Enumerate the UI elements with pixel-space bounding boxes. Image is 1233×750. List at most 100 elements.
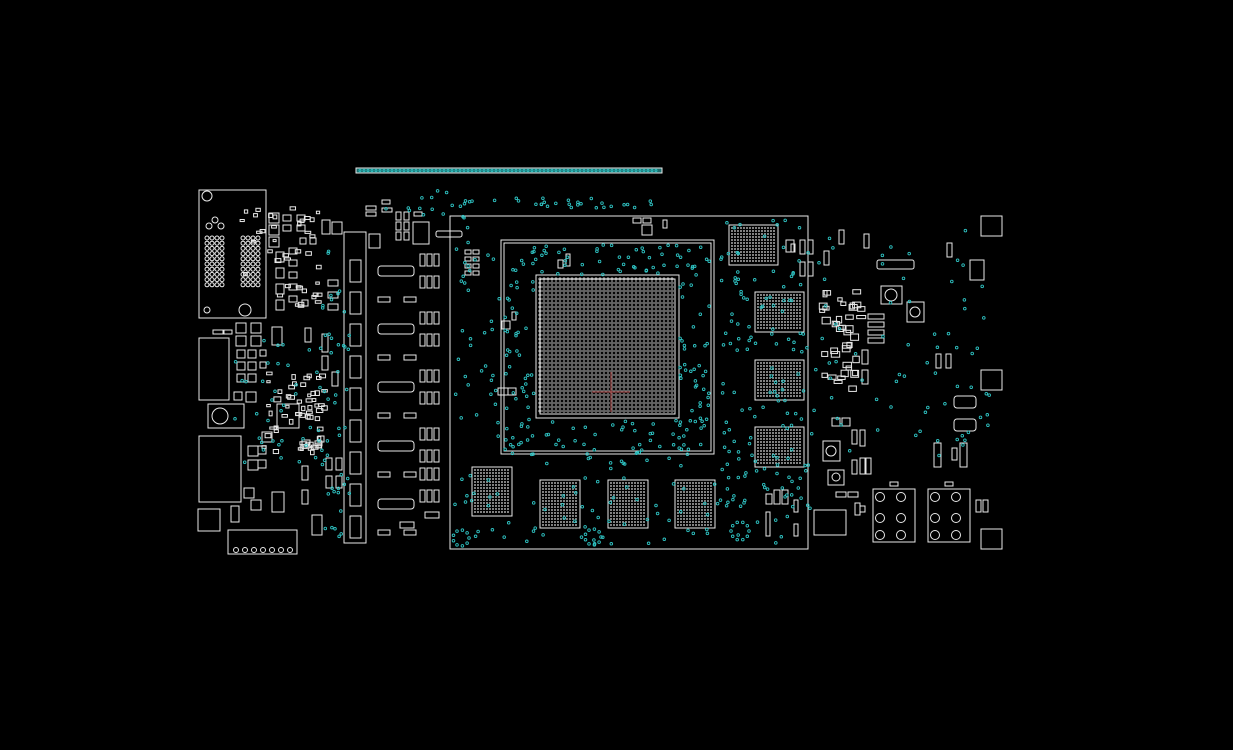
memory-ball <box>691 484 695 488</box>
bga-ball <box>598 281 602 285</box>
memory-ball <box>682 502 686 506</box>
memory-ball <box>774 305 778 309</box>
memory-ball <box>765 302 769 306</box>
memory-ball <box>494 468 498 472</box>
memory-ball <box>682 511 686 515</box>
bga-ball <box>550 401 554 405</box>
bga-ball <box>650 377 654 381</box>
memory-ball <box>759 394 763 398</box>
via <box>682 343 687 348</box>
memory-ball <box>792 326 796 330</box>
memory-ball <box>491 498 495 502</box>
bga-ball <box>634 409 638 413</box>
via <box>735 250 740 255</box>
bga-ball <box>634 289 638 293</box>
bga-ball <box>654 289 658 293</box>
via <box>671 443 676 447</box>
via <box>694 273 698 277</box>
memory-ball <box>756 379 760 383</box>
bga-ball <box>582 301 586 305</box>
memory-ball <box>574 523 578 527</box>
bga-ball <box>586 341 590 345</box>
memory-ball <box>748 244 752 248</box>
via <box>812 408 816 413</box>
bga-ball <box>642 309 646 313</box>
bga-ball <box>614 285 618 289</box>
bga-ball <box>546 281 550 285</box>
memory-ball <box>574 502 578 506</box>
pcie-pin <box>538 169 542 172</box>
bga-ball <box>658 305 662 309</box>
via <box>592 538 596 542</box>
bga-ball <box>574 309 578 313</box>
bga-ball <box>558 321 562 325</box>
memory-ball <box>786 388 790 392</box>
bga-ball <box>626 309 630 313</box>
via <box>608 461 613 465</box>
memory-ball <box>777 452 781 456</box>
bga-ball <box>554 301 558 305</box>
bga-ball <box>642 405 646 409</box>
via <box>827 361 832 365</box>
via <box>683 368 688 372</box>
memory-ball <box>765 391 769 395</box>
memory-ball <box>783 376 787 380</box>
bga-ball <box>658 301 662 305</box>
via <box>622 462 627 466</box>
via <box>576 203 580 207</box>
bga-ball <box>590 353 594 357</box>
connector-pin <box>255 271 261 277</box>
via <box>579 272 584 276</box>
via <box>326 492 331 496</box>
via <box>646 541 651 546</box>
bga-ball <box>670 305 674 309</box>
memory-ball <box>627 523 631 527</box>
via <box>554 201 558 206</box>
bga-ball <box>598 277 602 281</box>
bga-ball <box>654 381 658 385</box>
connector-pin <box>209 256 215 262</box>
bga-ball <box>574 337 578 341</box>
bga-ball <box>574 333 578 337</box>
memory-ball <box>682 508 686 512</box>
bga-ball <box>646 401 650 405</box>
memory-ball <box>618 517 622 521</box>
smd-component <box>807 239 814 255</box>
bga-ball <box>634 401 638 405</box>
smd-component <box>250 499 262 511</box>
via <box>674 418 678 423</box>
pcie-pin <box>522 169 526 172</box>
bga-ball <box>538 377 542 381</box>
bga-ball <box>634 285 638 289</box>
memory-ball <box>497 489 501 493</box>
vrm-mosfet <box>349 387 362 411</box>
via <box>313 455 318 460</box>
memory-ball <box>630 487 634 491</box>
bga-ball <box>638 325 642 329</box>
memory-ball <box>792 361 796 365</box>
via <box>803 463 807 468</box>
memory-ball <box>624 502 628 506</box>
memory-ball <box>795 394 799 398</box>
capacitor <box>426 427 433 441</box>
memory-ball <box>768 428 772 432</box>
bga-ball <box>554 285 558 289</box>
bga-ball <box>618 377 622 381</box>
bga-ball <box>602 293 606 297</box>
bga-ball <box>562 309 566 313</box>
memory-ball <box>733 256 737 260</box>
via <box>790 479 794 484</box>
bga-ball <box>654 305 658 309</box>
via <box>745 347 750 351</box>
memory-ball <box>786 443 790 447</box>
memory-ball <box>556 523 560 527</box>
connector-hole <box>211 407 229 425</box>
memory-ball <box>506 483 510 487</box>
via <box>343 425 347 430</box>
memory-ball <box>612 487 616 491</box>
via <box>242 460 247 464</box>
bga-ball <box>618 353 622 357</box>
via <box>768 295 772 299</box>
memory-ball <box>612 490 616 494</box>
